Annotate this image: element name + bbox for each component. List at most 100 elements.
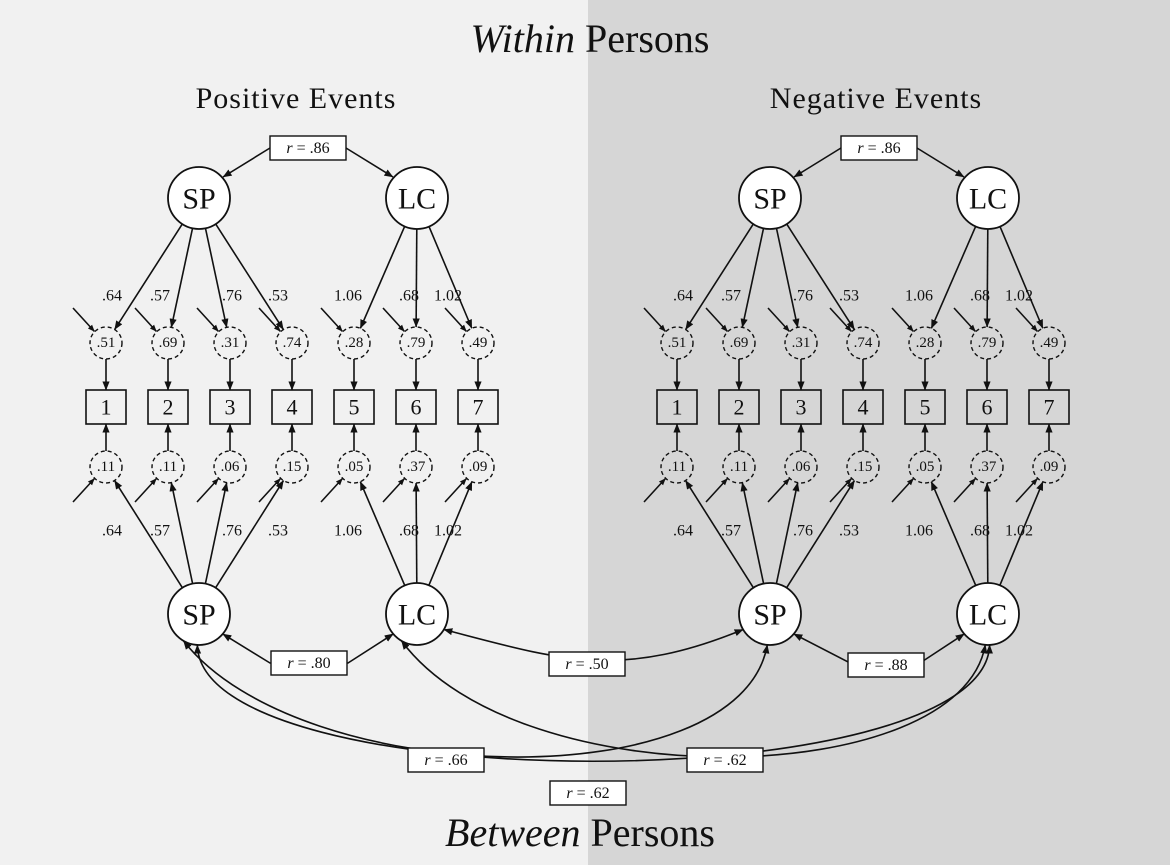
pos-sp-neg-sp-between-correlation: r = .66 — [407, 747, 485, 773]
pos-lc-neg-sp-between-correlation-box — [548, 651, 626, 677]
neg-sp-lc-between-correlation-label: r = .88 — [864, 657, 907, 674]
neg-within-error-value-4: .74 — [854, 335, 873, 351]
neg-between-residual-arrow-1 — [643, 477, 667, 503]
pos-indicator-box-5 — [333, 389, 375, 425]
pos-lc-neg-sp-between-correlation: r = .50 — [548, 651, 626, 677]
pos-within-error-value-7: .49 — [469, 335, 488, 351]
pos-indicator-box-4 — [271, 389, 313, 425]
neg-indicator-label-2: 2 — [734, 395, 745, 420]
neg-within-correlation-box — [840, 135, 918, 161]
pos-indicator-box-1 — [85, 389, 127, 425]
pos-indicator-label-5: 5 — [349, 395, 360, 420]
neg-between-residual-arrow-4 — [829, 477, 853, 503]
neg-within-error-circle-5 — [908, 326, 942, 360]
neg-indicator-label-5: 5 — [920, 395, 931, 420]
pos-indicator-label-7: 7 — [473, 395, 484, 420]
pos-within-error-circle-6 — [399, 326, 433, 360]
pos-between-error-circle-1 — [89, 450, 123, 484]
pos-within-correlation-box — [269, 135, 347, 161]
neg-indicator-box-6 — [966, 389, 1008, 425]
pos-within-loading-value-2: .57 — [150, 288, 170, 305]
pos-within-loading-arrow-2 — [169, 228, 194, 328]
neg-between-error-circle-2 — [722, 450, 756, 484]
neg-within-error-circle-7 — [1032, 326, 1066, 360]
neg-within-residual-arrow-1 — [643, 307, 667, 333]
neg-between-loading-value-6: .68 — [970, 523, 990, 540]
neg-within-loading-value-4: .53 — [839, 288, 859, 305]
neg-sp-lc-between-correlation-box — [847, 652, 925, 678]
neg-between-error-circle-5 — [908, 450, 942, 484]
pos-within-error-circle-4 — [275, 326, 309, 360]
pos-indicator-label-6: 6 — [411, 395, 422, 420]
neg-within-residual-arrow-4 — [829, 307, 853, 333]
neg-indicator-box-2 — [718, 389, 760, 425]
pos-between-residual-arrow-5 — [320, 477, 344, 503]
neg-within-loading-value-7: 1.02 — [1005, 288, 1033, 305]
pos-sp-neg-lc-between-correlation: r = .62 — [549, 780, 627, 806]
pos-within-loading-arrow-7 — [428, 226, 473, 329]
pos-within-residual-arrow-7 — [444, 307, 468, 333]
neg-between-loading-value-7: 1.02 — [1005, 523, 1033, 540]
neg-between-error-value-6: .37 — [978, 459, 997, 475]
pos-between-loading-arrow-2 — [169, 482, 194, 584]
neg-indicator-label-3: 3 — [796, 395, 807, 420]
pos-within-residual-arrow-6 — [382, 307, 406, 333]
pos-between-error-value-6: .37 — [407, 459, 426, 475]
pos-between-loading-arrow-7 — [428, 481, 473, 586]
pos-between-loading-arrow-1 — [113, 480, 184, 589]
pos-between-residual-arrow-6 — [382, 477, 406, 503]
pos-sp-lc-between-correlation-box — [270, 650, 348, 676]
neg-between-error-circle-6 — [970, 450, 1004, 484]
neg-between-loading-arrow-5 — [930, 481, 977, 586]
neg-within-loading-arrow-4 — [786, 223, 856, 330]
pos-within-residual-arrow-5 — [320, 307, 344, 333]
neg-within-loading-value-5: 1.06 — [905, 288, 933, 305]
pos-lc-neg-lc-between-correlation-label: r = .62 — [703, 752, 746, 769]
pos-within-loading-arrow-5 — [359, 226, 406, 329]
neg-within-correlation-label: r = .86 — [857, 140, 900, 157]
pos-between-loading-value-2: .57 — [150, 523, 170, 540]
pos-within-error-value-4: .74 — [283, 335, 302, 351]
neg-within-loading-arrow-2 — [740, 228, 765, 328]
neg-between-error-value-7: .09 — [1040, 459, 1059, 475]
pos-between-error-value-3: .06 — [221, 459, 240, 475]
neg-within-loading-value-3: .76 — [793, 288, 813, 305]
neg-between-residual-arrow-2 — [705, 477, 729, 503]
pos-between-loading-value-4: .53 — [268, 523, 288, 540]
neg-between-sp-factor-label: SP — [753, 599, 786, 632]
neg-within-sp-factor — [738, 166, 802, 230]
pos-between-loading-arrow-6 — [412, 482, 420, 584]
pos-sp-neg-sp-between-correlation-label: r = .66 — [424, 752, 467, 769]
neg-within-residual-arrow-6 — [953, 307, 977, 333]
neg-between-loading-value-2: .57 — [721, 523, 741, 540]
neg-between-loading-value-5: 1.06 — [905, 523, 933, 540]
neg-between-sp-factor — [738, 582, 802, 646]
neg-between-lc-factor — [956, 582, 1020, 646]
pos-between-error-circle-2 — [151, 450, 185, 484]
neg-between-residual-arrow-7 — [1015, 477, 1039, 503]
pos-within-corr-arrow-left — [222, 147, 271, 178]
neg-indicator-label-7: 7 — [1044, 395, 1055, 420]
pos-between-lc-factor-label: LC — [398, 599, 436, 632]
pos-between-loading-value-1: .64 — [102, 523, 122, 540]
neg-indicator-label-1: 1 — [672, 395, 683, 420]
pos-within-correlation: r = .86 — [269, 135, 347, 161]
neg-between-error-value-5: .05 — [916, 459, 935, 475]
pos-between-error-value-5: .05 — [345, 459, 364, 475]
pos-within-loading-arrow-6 — [412, 228, 420, 328]
neg-between-error-circle-1 — [660, 450, 694, 484]
positive-panel-background — [0, 0, 588, 865]
between-title: Between Persons — [445, 810, 715, 855]
neg-between-lc-factor-label: LC — [969, 599, 1007, 632]
pos-within-loading-value-5: 1.06 — [334, 288, 362, 305]
neg-between-error-value-3: .06 — [792, 459, 811, 475]
neg-within-error-value-3: .31 — [792, 335, 811, 351]
neg-within-loading-value-2: .57 — [721, 288, 741, 305]
pos-between-residual-arrow-4 — [258, 477, 282, 503]
pos-between-loading-arrow-5 — [359, 481, 406, 586]
pos-between-residual-arrow-7 — [444, 477, 468, 503]
pos-between-error-value-7: .09 — [469, 459, 488, 475]
neg-between-residual-arrow-5 — [891, 477, 915, 503]
pos-within-lc-factor-label: LC — [398, 183, 436, 216]
pos-between-error-circle-7 — [461, 450, 495, 484]
